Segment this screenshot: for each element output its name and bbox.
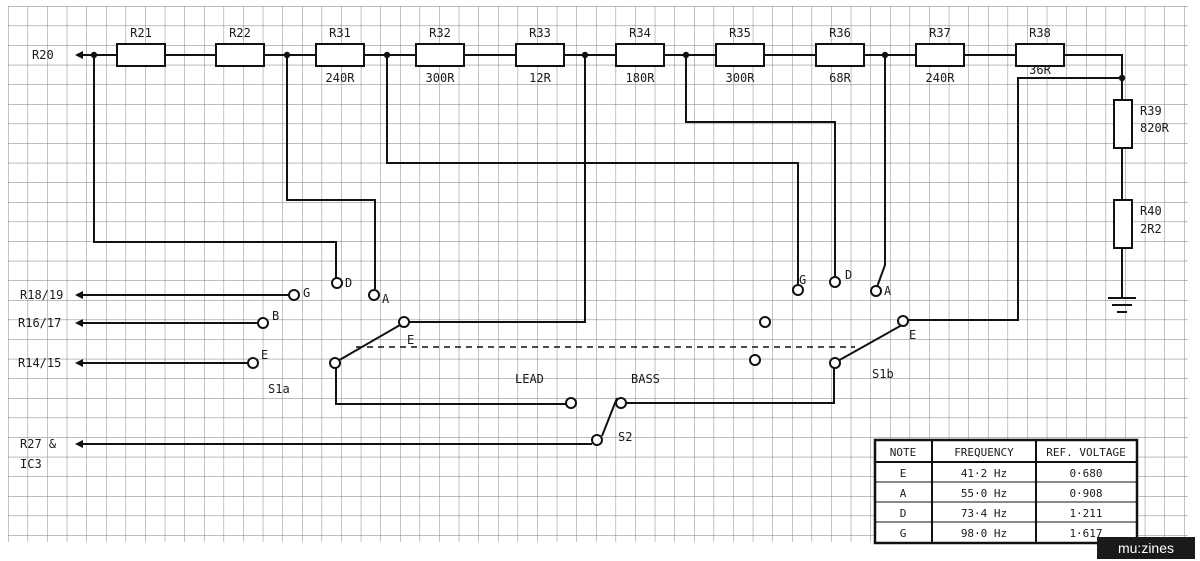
table-cell-voltage: 1·617 (1069, 527, 1102, 540)
table-cell-note: D (900, 507, 907, 520)
s2-contact-lead (565, 397, 577, 409)
switch-contacts (247, 276, 909, 446)
s1b-contact-e-label: E (909, 328, 916, 342)
table-cell-note: G (900, 527, 907, 540)
r34-value: 180R (626, 71, 656, 85)
s1b-contact-d-label: D (845, 268, 852, 282)
muzines-watermark: mu:zines (1097, 537, 1195, 559)
resistor-bodies (116, 43, 1133, 249)
bass-label: BASS (631, 372, 660, 386)
resistor-r38 (1015, 43, 1065, 67)
s1a-wiper (329, 357, 341, 369)
resistor-r22 (215, 43, 265, 67)
s1b-contact-g-label: G (799, 273, 806, 287)
s1a-contact-a (368, 289, 380, 301)
s1b-contact-b (759, 316, 771, 328)
input-r18-19: R18/19 (20, 288, 63, 302)
s1a-contact-e-label: E (261, 348, 268, 362)
r35-value: 300R (726, 71, 756, 85)
table-cell-frequency: 41·2 Hz (961, 467, 1007, 480)
table-cell-note: A (900, 487, 907, 500)
resistor-r34 (615, 43, 665, 67)
r40-label: R40 (1140, 204, 1162, 218)
resistor-r36 (815, 43, 865, 67)
resistor-r35 (715, 43, 765, 67)
junction-dots (90, 51, 1126, 82)
s1b-contact-a (870, 285, 882, 297)
table-header-frequency: FREQUENCY (954, 446, 1014, 459)
s2-contact-bass (615, 397, 627, 409)
r39-value: 820R (1140, 121, 1170, 135)
watermark-text: mu:zines (1118, 540, 1174, 556)
table-cell-frequency: 73·4 Hz (961, 507, 1007, 520)
input-arrows (75, 51, 83, 448)
r21-label: R21 (130, 26, 152, 40)
table-cell-frequency: 98·0 Hz (961, 527, 1007, 540)
s1b-contact-g (792, 284, 804, 296)
s1a-common-e (398, 316, 410, 328)
switch-s2-label: S2 (618, 430, 632, 444)
r32-value: 300R (426, 71, 456, 85)
s1a-contact-e (247, 357, 259, 369)
r37-label: R37 (929, 26, 951, 40)
resistor-r32 (415, 43, 465, 67)
table-cell-note: E (900, 467, 907, 480)
r32-label: R32 (429, 26, 451, 40)
s2-wiper (591, 434, 603, 446)
switch-s1b-label: S1b (872, 367, 894, 381)
reference-table: NOTE FREQUENCY REF. VOLTAGE E 41·2 Hz 0·… (873, 438, 1139, 545)
s1a-contact-d-label: D (345, 276, 352, 290)
s1b-contact-d (829, 276, 841, 288)
r39-label: R39 (1140, 104, 1162, 118)
s1a-common-e-label: E (407, 333, 414, 347)
s1b-contact-a-label: A (884, 284, 892, 298)
r37-value: 240R (926, 71, 956, 85)
r40-value: 2R2 (1140, 222, 1162, 236)
resistor-r37 (915, 43, 965, 67)
ground-icon (1108, 297, 1136, 313)
switch-s1a-label: S1a (268, 382, 290, 396)
table-cell-frequency: 55·0 Hz (961, 487, 1007, 500)
input-r20: R20 (32, 48, 54, 62)
input-r27: R27 & (20, 437, 57, 451)
s1a-contact-a-label: A (382, 292, 390, 306)
s1b-wiper (829, 357, 841, 369)
r31-value: 240R (326, 71, 356, 85)
r36-value: 68R (829, 71, 851, 85)
s1a-contact-g (288, 289, 300, 301)
lead-label: LEAD (515, 372, 544, 386)
r31-label: R31 (329, 26, 351, 40)
table-cell-voltage: 0·680 (1069, 467, 1102, 480)
r35-label: R35 (729, 26, 751, 40)
table-cell-voltage: 0·908 (1069, 487, 1102, 500)
s1a-contact-b-label: B (272, 309, 279, 323)
r38-label: R38 (1029, 26, 1051, 40)
s1b-contact-e-in (749, 354, 761, 366)
table-cell-voltage: 1·211 (1069, 507, 1102, 520)
resistor-r31 (315, 43, 365, 67)
s1a-contact-g-label: G (303, 286, 310, 300)
resistor-r21 (116, 43, 166, 67)
s1a-contact-d (331, 277, 343, 289)
table-header-ref-voltage: REF. VOLTAGE (1046, 446, 1125, 459)
s1b-common-e (897, 315, 909, 327)
wires (78, 54, 1123, 445)
input-r16-17: R16/17 (18, 316, 61, 330)
input-r14-15: R14/15 (18, 356, 61, 370)
r38-value: 36R (1029, 63, 1051, 77)
r33-label: R33 (529, 26, 551, 40)
s1a-contact-b (257, 317, 269, 329)
r34-label: R34 (629, 26, 651, 40)
resistor-r33 (515, 43, 565, 67)
r22-label: R22 (229, 26, 251, 40)
r36-label: R36 (829, 26, 851, 40)
input-ic3: IC3 (20, 457, 42, 471)
table-header-note: NOTE (890, 446, 917, 459)
resistor-r40 (1113, 199, 1133, 249)
resistor-r39 (1113, 99, 1133, 149)
r33-value: 12R (529, 71, 551, 85)
